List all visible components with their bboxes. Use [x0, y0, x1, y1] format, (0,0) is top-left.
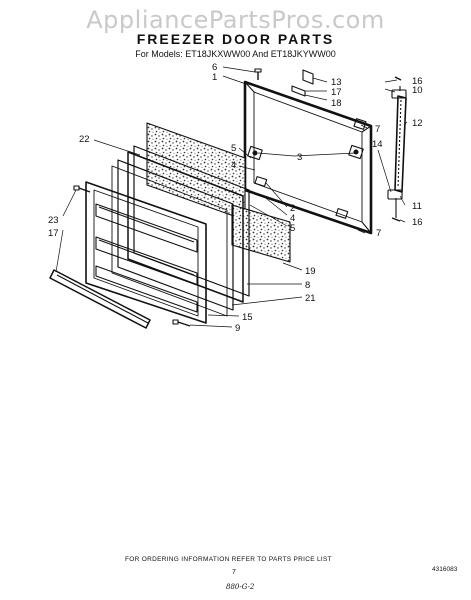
screws [73, 68, 402, 327]
callout-2: 2 [290, 203, 295, 214]
callout-5-top: 5 [231, 143, 236, 154]
callout-12: 12 [412, 118, 423, 129]
callout-7-bottom: 7 [376, 228, 381, 239]
callout-1: 1 [212, 72, 217, 83]
callout-11: 11 [412, 201, 422, 212]
callout-16-top: 16 [412, 76, 423, 87]
callout-7-top: 7 [375, 124, 380, 135]
door-handle [387, 86, 407, 218]
callout-15: 15 [242, 312, 253, 323]
callout-14: 14 [372, 139, 383, 150]
diagram-subtitle: For Models: ET18JKXWW00 And ET18JKYWW00 [135, 49, 336, 59]
callout-22: 21 [305, 293, 316, 304]
hinge-brackets [247, 118, 367, 219]
handwritten-note: 880-G-2 [226, 583, 255, 591]
door-frame [243, 80, 373, 235]
callout-17: 17 [48, 228, 59, 239]
callout-9: 9 [235, 323, 240, 334]
callout-18: 17 [331, 87, 342, 98]
callout-21: 19 [305, 266, 316, 277]
callout-4-top: 4 [231, 160, 236, 171]
door-liner [85, 181, 207, 324]
callout-6: 6 [212, 62, 217, 73]
callout-23: 22 [79, 134, 90, 145]
small-clip-parts [291, 69, 314, 97]
callout-13: 13 [331, 77, 342, 88]
door-gasket [111, 145, 250, 317]
callout-8: 8 [305, 280, 310, 291]
callout-16-bottom: 16 [412, 217, 423, 228]
page-number: 7 [232, 569, 236, 576]
diagram-title: FREEZER DOOR PARTS [136, 31, 335, 47]
callout-10: 10 [412, 85, 423, 96]
document-part-number: 4316083 [432, 566, 458, 573]
callout-19: 18 [331, 98, 342, 109]
ordering-info-footer: FOR ORDERING INFORMATION REFER TO PARTS … [125, 556, 332, 563]
leader-lines [55, 66, 408, 328]
callout-3: 3 [297, 152, 302, 163]
watermark: AppliancePartsPros.com [86, 6, 385, 34]
callout-24: 23 [48, 215, 59, 226]
shelf-bar [49, 269, 151, 329]
callout-5-bottom: 5 [290, 223, 295, 234]
callout-4-bottom: 4 [290, 213, 295, 224]
insulation-panel [146, 122, 291, 263]
